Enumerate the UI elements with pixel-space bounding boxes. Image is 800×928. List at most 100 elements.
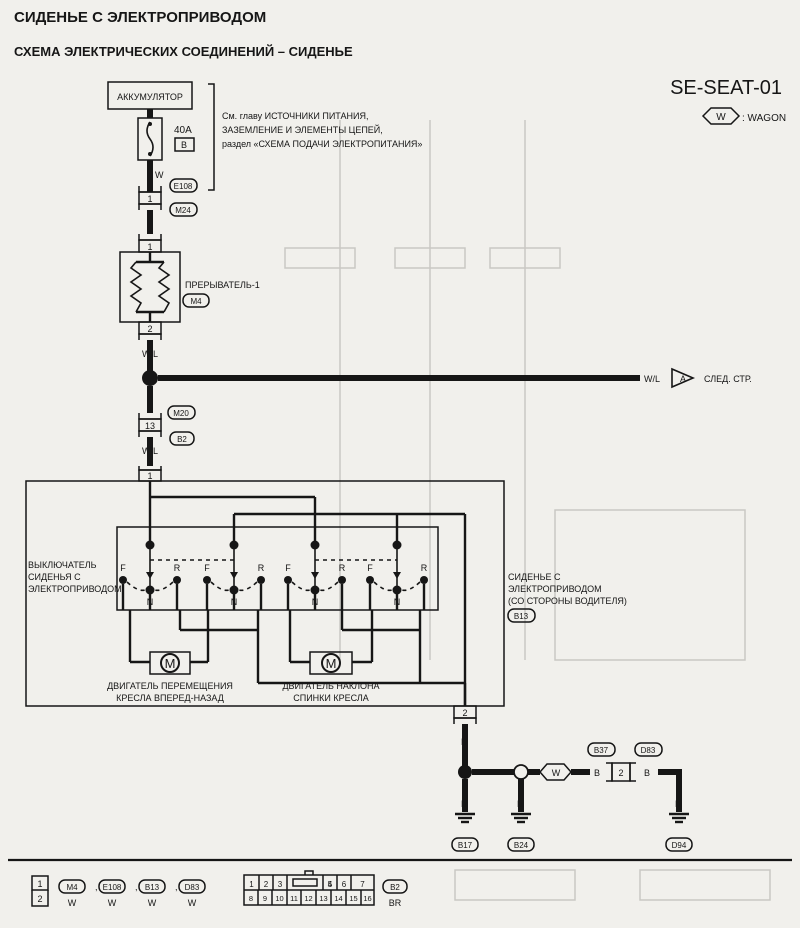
switch-label-line2: СИДЕНЬЯ С [28, 572, 81, 582]
footer-connector-key: 1 2 [31, 875, 49, 907]
footer-grid-pin: 12 [304, 894, 312, 903]
footer-grid-pin: 10 [275, 894, 283, 903]
switch-label-r: R [258, 563, 265, 573]
ground-b24: B24 [507, 812, 535, 852]
conn-m20-tag: M20 [173, 409, 189, 418]
conn-m4-tag: M4 [190, 297, 202, 306]
page-subtitle: СХЕМА ЭЛЕКТРИЧЕСКИХ СОЕДИНЕНИЙ – СИДЕНЬЕ [14, 44, 353, 59]
footer-tag-comma: , [135, 882, 138, 892]
pin-13: 13 [145, 421, 155, 431]
seat-label-line1: СИДЕНЬЕ С [508, 572, 561, 582]
footer-b2-color: BR [389, 898, 402, 908]
optional-splice [513, 764, 529, 780]
wire-color-b-1: B [461, 737, 467, 747]
fuse-rating: 40A [174, 125, 192, 136]
conn-e108-tag: E108 [174, 182, 193, 191]
fuse-40a: 40A B [137, 117, 195, 161]
ground-d94: D94 [665, 812, 693, 852]
switch-forward-terminal [119, 576, 127, 584]
conn-b13-tag: B13 [514, 612, 529, 621]
power-note-line1: См. главу ИСТОЧНИКИ ПИТАНИЯ, [222, 111, 368, 121]
switch-label-n: N [147, 597, 154, 607]
footer-grid-pin: 11 [290, 894, 298, 903]
switch-arc-right [238, 581, 258, 592]
switch-forward-terminal [203, 576, 211, 584]
conn-m24-tag: M24 [175, 206, 191, 215]
next-page-tag: A [680, 374, 686, 384]
switch-label-f: F [120, 563, 126, 573]
footer-tag-color: W [188, 898, 197, 908]
connector-m20-b2: M20 13 B2 [138, 405, 196, 446]
switch-section-4: F R N [366, 540, 428, 610]
switch-rear-terminal [173, 576, 181, 584]
power-note-line2: ЗАЗЕМЛЕНИЕ И ЭЛЕМЕНТЫ ЦЕПЕЙ, [222, 124, 383, 135]
connector-e108-m24: 1 E108 M24 [138, 178, 198, 217]
footer-tag-color: W [68, 898, 77, 908]
ground-d94-tag: D94 [672, 841, 687, 850]
footer-grid-pin: 8 [249, 894, 253, 903]
footer-grid-pin: 14 [334, 894, 342, 903]
switch-label-r: R [339, 563, 346, 573]
breaker-label: ПРЕРЫВАТЕЛЬ-1 [185, 280, 260, 290]
ground-splice [458, 765, 472, 779]
footer-grid-pin: 15 [349, 894, 357, 903]
seat-label-line2: ЭЛЕКТРОПРИВОДОМ [508, 584, 602, 594]
seat-pin-2: 2 [462, 708, 467, 718]
power-note-line3: раздел «СХЕМА ПОДАЧИ ЭЛЕКТРОПИТАНИЯ» [222, 139, 422, 149]
switch-common-terminal [310, 540, 320, 550]
motor-wiring [128, 610, 465, 685]
bleed-through-ghost [284, 120, 771, 901]
diagram-code: SE-SEAT-01 [670, 77, 782, 99]
connector-b37-d83: B37 D83 2 [587, 742, 663, 782]
slide-motor-symbol: M [165, 656, 176, 671]
seat-entry-pin: 1 [138, 466, 162, 482]
switch-label-f: F [367, 563, 373, 573]
conn-b37-tag: B37 [594, 746, 609, 755]
switch-label-n: N [394, 597, 401, 607]
switch-rear-terminal [420, 576, 428, 584]
switch-arc-left [291, 581, 311, 592]
note-bracket [208, 83, 215, 191]
switch-label-line1: ВЫКЛЮЧАТЕЛЬ [28, 560, 97, 570]
switch-label-f: F [285, 563, 291, 573]
footer-grid-pin: 3 [278, 880, 283, 889]
footer-tag-comma: , [95, 882, 98, 892]
circuit-breaker: 1 2 ПРЕРЫВАТЕЛЬ-1 M4 [119, 234, 260, 340]
conn-b37-pin: 2 [618, 768, 623, 778]
seat-pin-1: 1 [147, 471, 152, 481]
page-title: СИДЕНЬЕ С ЭЛЕКТРОПРИВОДОМ [14, 9, 266, 26]
switch-label-r: R [421, 563, 428, 573]
switch-rear-terminal [338, 576, 346, 584]
conn-b2-tag: B2 [177, 435, 187, 444]
slide-motor-label2: КРЕСЛА ВПЕРЕД-НАЗАД [116, 693, 224, 703]
footer-grid-pin: 4 [328, 880, 333, 889]
wire-color-b-3: B [644, 768, 650, 778]
next-page-arrow: A СЛЕД. СТР. [671, 367, 752, 389]
switch-neutral-terminal [310, 585, 320, 595]
wire-color-b-5: B [461, 799, 467, 809]
switch-section-1: F R N [119, 540, 181, 610]
switch-forward-terminal [284, 576, 292, 584]
breaker-pin-1: 1 [147, 242, 152, 252]
recline-motor-label1: ДВИГАТЕЛЬ НАКЛОНА [282, 681, 379, 691]
switch-arc-left [210, 581, 230, 592]
switch-label-f: F [204, 563, 210, 573]
switch-label-r: R [174, 563, 181, 573]
footer-b2: B2 BR [382, 879, 408, 908]
recline-motor-symbol: M [326, 656, 337, 671]
battery-label: АККУМУЛЯТОР [117, 92, 183, 102]
switch-arc-left [373, 581, 393, 592]
footer-tag-comma: , [175, 882, 178, 892]
wagon-option-tag: W [539, 763, 572, 781]
footer-grid-pin: 5 [328, 880, 333, 889]
ground-b24-tag: B24 [514, 841, 529, 850]
wire-color-wl-1: W/L [142, 349, 158, 359]
seat-exit-pin: 2 [453, 705, 477, 724]
seat-label-line3: (СО СТОРОНЫ ВОДИТЕЛЯ) [508, 596, 627, 606]
pin-1-e108: 1 [147, 194, 152, 204]
